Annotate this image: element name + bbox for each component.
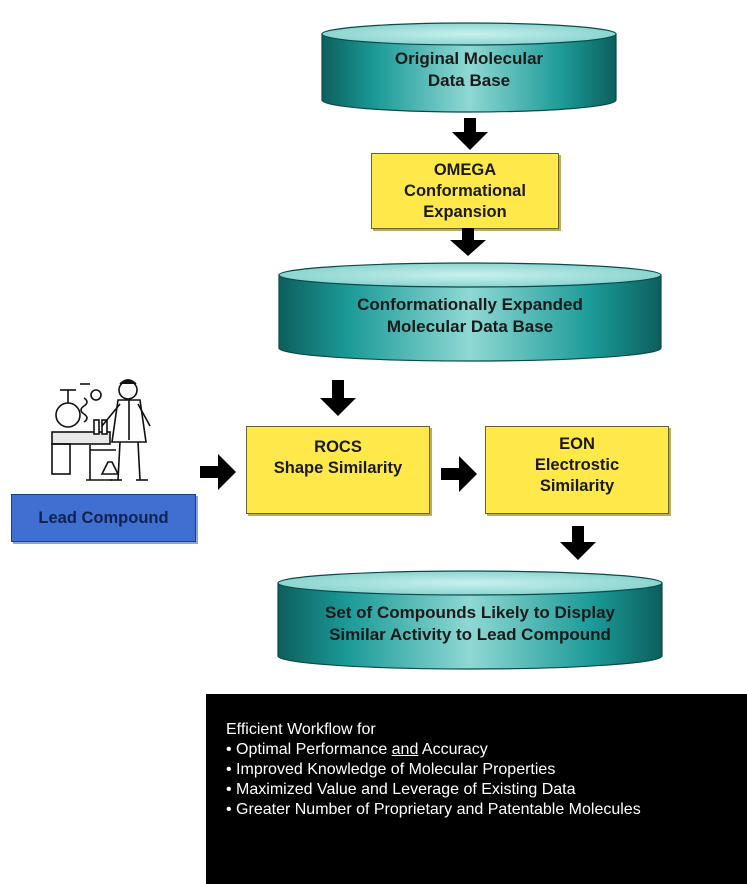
eon-label: EON xyxy=(559,434,595,453)
eon-process-box: EON Electrostic Similarity xyxy=(485,426,669,514)
result-set-line2: Similar Activity to Lead Compound xyxy=(329,625,611,644)
database-cylinder-icon xyxy=(278,262,662,362)
eon-line3: Similarity xyxy=(539,476,615,495)
lead-compound-box: Lead Compound xyxy=(11,494,196,542)
original-database-line2: Data Base xyxy=(427,71,511,90)
arrow-down-icon xyxy=(320,380,356,416)
workflow-benefits-panel: Efficient Workflow for Optimal Performan… xyxy=(206,694,747,884)
scientist-lab-icon xyxy=(51,379,151,481)
lead-compound-label: Lead Compound xyxy=(38,508,169,527)
list-item: Maximized Value and Leverage of Existing… xyxy=(226,780,747,800)
arrow-right-icon xyxy=(441,456,477,492)
benefits-list: Optimal Performance and Accuracy Improve… xyxy=(226,740,747,820)
benefits-heading: Efficient Workflow for xyxy=(226,721,376,738)
list-item: Optimal Performance and Accuracy xyxy=(226,740,747,760)
arrow-down-icon xyxy=(452,118,488,150)
list-item: Improved Knowledge of Molecular Properti… xyxy=(226,760,747,780)
rocs-process-box: ROCS Shape Similarity xyxy=(246,426,430,514)
expanded-database-cylinder: Conformationally Expanded Molecular Data… xyxy=(278,262,662,362)
omega-line3: Expansion xyxy=(423,202,507,221)
original-database-cylinder: Original Molecular Data Base xyxy=(321,22,617,114)
database-cylinder-icon xyxy=(277,570,663,670)
expanded-database-line2: Molecular Data Base xyxy=(386,317,554,336)
arrow-right-icon xyxy=(200,454,236,490)
result-set-line1: Set of Compounds Likely to Display xyxy=(325,603,615,622)
eon-line2: Electrostic xyxy=(534,455,620,474)
omega-label: OMEGA xyxy=(433,160,497,179)
omega-line2: Conformational xyxy=(404,181,526,200)
original-database-line1: Original Molecular xyxy=(394,49,544,68)
omega-process-box: OMEGA Conformational Expansion xyxy=(371,153,559,229)
arrow-down-icon xyxy=(450,228,486,256)
arrow-down-icon xyxy=(560,526,596,560)
rocs-label: ROCS xyxy=(314,438,362,456)
expanded-database-line1: Conformationally Expanded xyxy=(357,295,583,314)
list-item: Greater Number of Proprietary and Patent… xyxy=(226,800,747,820)
result-set-cylinder: Set of Compounds Likely to Display Simil… xyxy=(277,570,663,670)
rocs-line2: Shape Similarity xyxy=(273,459,403,477)
database-cylinder-icon xyxy=(321,22,617,113)
